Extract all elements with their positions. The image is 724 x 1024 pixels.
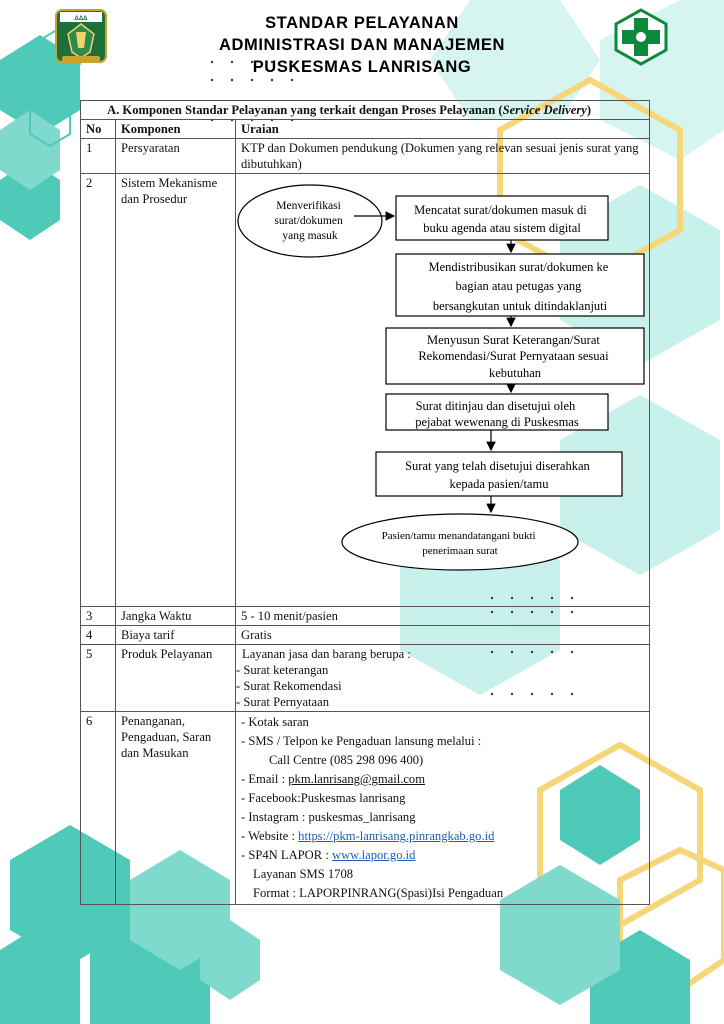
table-row: 5 Produk Pelayanan Layanan jasa dan bara… <box>80 644 650 712</box>
sp4n-link[interactable]: www.lapor.go.id <box>331 848 416 862</box>
flow-step-box <box>395 195 609 241</box>
email-label: - Email : <box>241 772 289 786</box>
row-komponen: Sistem Mekanisme dan Prosedur <box>115 173 236 607</box>
flow-step-line: Surat ditinjau dan disetujui oleh <box>416 399 576 413</box>
flow-step-line: Rekomendasi/Surat Pernyataan sesuai <box>418 349 609 363</box>
list-item: - Email : pkm.lanrisang@gmail.com <box>241 770 644 789</box>
flow-start-line: Menverifikasi <box>276 200 341 212</box>
puskesmas-cross-logo <box>614 8 668 66</box>
row-no: 3 <box>80 606 116 626</box>
list-item: - SMS / Telpon ke Pengaduan lansung mela… <box>241 734 482 748</box>
page-header: STANDAR PELAYANAN ADMINISTRASI DAN MANAJ… <box>0 12 724 78</box>
flow-step-box <box>395 253 645 317</box>
flow-step-line: Menyusun Surat Keterangan/Surat <box>427 333 600 347</box>
section-title: A. Komponen Standar Pelayanan yang terka… <box>80 100 650 120</box>
list-item: - Kotak saran <box>241 715 309 729</box>
flow-step-line: kepada pasien/tamu <box>450 477 550 491</box>
table-row: 6 Penanganan, Pengaduan, Saran dan Masuk… <box>80 711 650 905</box>
list-item: - Surat Rekomendasi <box>236 679 342 693</box>
section-title-suffix: ) <box>586 103 592 117</box>
header-title-line1: STANDAR PELAYANAN <box>265 14 459 32</box>
row-uraian: 5 - 10 menit/pasien <box>235 606 650 626</box>
row-komponen: Produk Pelayanan <box>115 644 236 712</box>
flow-step-line: Surat yang telah disetujui diserahkan <box>405 459 590 473</box>
list-item: - Facebook:Puskesmas lanrisang <box>241 791 406 805</box>
flow-step-line: Mencatat surat/dokumen masuk di <box>414 203 587 217</box>
flow-start-ellipse <box>237 184 383 258</box>
row-no: 6 <box>80 711 116 905</box>
flow-step-text: Mendistribusikan surat/dokumen ke bagian… <box>429 260 612 313</box>
list-item: - Surat keterangan <box>236 663 329 677</box>
header-title-line2: ADMINISTRASI DAN MANAJEMEN <box>218 36 506 54</box>
website-label: - Website : <box>241 829 299 843</box>
flow-step-line: pejabat wewenang di Puskesmas <box>415 415 579 429</box>
table-header-row: No Komponen Uraian <box>80 119 650 139</box>
flow-start-line: yang masuk <box>282 230 338 242</box>
list-item: - Instagram : puskesmas_lanrisang <box>241 810 416 824</box>
flow-start-line: surat/dokumen <box>274 215 343 227</box>
row-no: 1 <box>80 138 116 174</box>
table-row: 2 Sistem Mekanisme dan Prosedur Menverif… <box>80 173 650 607</box>
flow-end-line: Pasien/tamu menandatangani bukti <box>382 530 536 542</box>
sms-1708: Layanan SMS 1708 <box>253 867 354 881</box>
col-header-no: No <box>80 119 116 139</box>
row-komponen: Penanganan, Pengaduan, Saran dan Masukan <box>115 711 236 905</box>
flow-step-text: Mencatat surat/dokumen masuk di buku age… <box>414 203 590 235</box>
section-title-italic: Service Delivery <box>502 103 587 117</box>
flow-step-box <box>385 393 609 431</box>
sp4n-label: - SP4N LAPOR : <box>241 848 332 862</box>
row-komponen: Persyaratan <box>115 138 236 174</box>
row-uraian: Gratis <box>235 625 650 645</box>
table-row: 4 Biaya tarif Gratis <box>80 625 650 645</box>
list-item: - SP4N LAPOR : www.lapor.go.id <box>241 846 644 865</box>
row-uraian: Layanan jasa dan barang berupa : - Surat… <box>235 644 650 712</box>
pinrang-emblem-logo: ΔΔΔ <box>55 9 107 63</box>
flow-end-text: Pasien/tamu menandatangani bukti penerim… <box>382 530 539 557</box>
table-row: 3 Jangka Waktu 5 - 10 menit/pasien <box>80 606 650 626</box>
flow-step-line: Mendistribusikan surat/dokumen ke <box>429 260 609 274</box>
list-item: - Website : https://pkm-lanrisang.pinran… <box>241 827 644 846</box>
flow-end-line: penerimaan surat <box>422 545 497 557</box>
procedure-flowchart: Menverifikasi surat/dokumen yang masuk M… <box>237 184 645 571</box>
call-centre: Call Centre (085 298 096 400) <box>269 753 424 767</box>
flow-start-text: Menverifikasi surat/dokumen yang masuk <box>274 200 345 242</box>
row-uraian: KTP dan Dokumen pendukung (Dokumen yang … <box>235 138 650 174</box>
product-intro: Layanan jasa dan barang berupa : <box>242 647 411 661</box>
row-no: 2 <box>80 173 116 607</box>
row-no: 5 <box>80 644 116 712</box>
complaint-channels: - Kotak saran - SMS / Telpon ke Pengadua… <box>235 711 650 905</box>
flow-step-line: kebutuhan <box>489 366 542 380</box>
procedure-flowchart-cell: Menverifikasi surat/dokumen yang masuk M… <box>235 173 650 607</box>
email-address[interactable]: pkm.lanrisang@gmail.com <box>288 772 426 786</box>
flow-step-box <box>375 451 623 497</box>
flow-step-text: Menyusun Surat Keterangan/Surat Rekomend… <box>418 333 611 380</box>
row-komponen: Biaya tarif <box>115 625 236 645</box>
website-link[interactable]: https://pkm-lanrisang.pinrangkab.go.id <box>298 829 495 843</box>
header-title-line3: PUSKESMAS LANRISANG <box>252 58 472 76</box>
section-title-prefix: A. Komponen Standar Pelayanan yang terka… <box>107 103 503 117</box>
table-row: 1 Persyaratan KTP dan Dokumen pendukung … <box>80 138 650 174</box>
col-header-komponen: Komponen <box>115 119 236 139</box>
standard-service-table: A. Komponen Standar Pelayanan yang terka… <box>80 100 650 905</box>
row-no: 4 <box>80 625 116 645</box>
col-header-uraian: Uraian <box>235 119 650 139</box>
flow-step-line: bersangkutan untuk ditindaklanjuti <box>433 299 608 313</box>
flow-step-text: Surat yang telah disetujui diserahkan ke… <box>405 459 593 491</box>
svg-text:ΔΔΔ: ΔΔΔ <box>75 16 89 22</box>
sms-format: Format : LAPORPINRANG(Spasi)Isi Pengadua… <box>253 886 504 900</box>
flow-step-line: buku agenda atau sistem digital <box>423 221 581 235</box>
flow-step-line: bagian atau petugas yang <box>455 279 582 293</box>
flow-end-ellipse <box>341 513 579 571</box>
row-komponen: Jangka Waktu <box>115 606 236 626</box>
flow-step-text: Surat ditinjau dan disetujui oleh pejaba… <box>415 399 579 429</box>
list-item: - Surat Pernyataan <box>236 695 330 709</box>
